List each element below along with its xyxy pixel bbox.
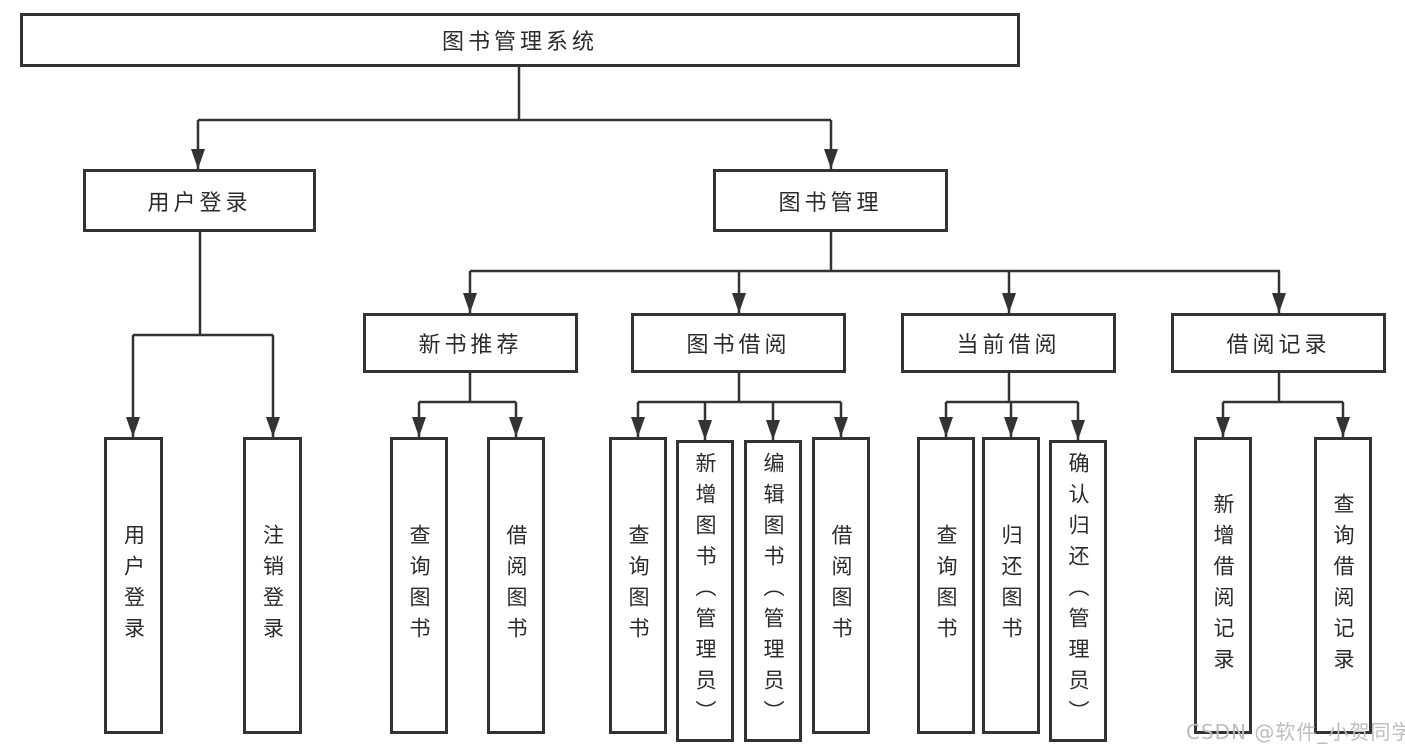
- node-library-management-system: 图书管理系统: [20, 13, 1020, 67]
- node-user-login: 用户登录: [83, 169, 316, 232]
- leaf-records-query-record: 查询借阅记录: [1314, 437, 1372, 734]
- leaf-borrowing-add-books-admin: 新增图书（管理员）: [676, 440, 734, 742]
- leaf-current-return-books: 归还图书: [982, 437, 1040, 734]
- leaf-recommend-borrow-books: 借阅图书: [487, 437, 545, 734]
- node-book-borrowing: 图书借阅: [631, 313, 846, 373]
- node-current-borrowing: 当前借阅: [901, 313, 1116, 373]
- leaf-borrowing-borrow-books: 借阅图书: [812, 437, 870, 734]
- leaf-recommend-query-books: 查询图书: [390, 437, 448, 734]
- leaf-current-query-books: 查询图书: [917, 437, 975, 734]
- node-borrowing-records: 借阅记录: [1171, 313, 1386, 373]
- leaf-current-confirm-return-admin: 确认归还（管理员）: [1049, 440, 1107, 742]
- leaf-records-add-record: 新增借阅记录: [1194, 437, 1252, 734]
- connector-bus-lines: [133, 67, 1343, 404]
- leaf-logout: 注销登录: [243, 437, 302, 734]
- leaf-borrowing-query-books: 查询图书: [609, 437, 667, 734]
- csdn-watermark: CSDN @软件_小贺同学: [1186, 720, 1405, 744]
- leaf-user-login: 用户登录: [104, 437, 163, 734]
- leaf-borrowing-edit-books-admin: 编辑图书（管理员）: [744, 440, 802, 742]
- node-book-management: 图书管理: [713, 169, 948, 232]
- node-new-book-recommend: 新书推荐: [363, 313, 578, 373]
